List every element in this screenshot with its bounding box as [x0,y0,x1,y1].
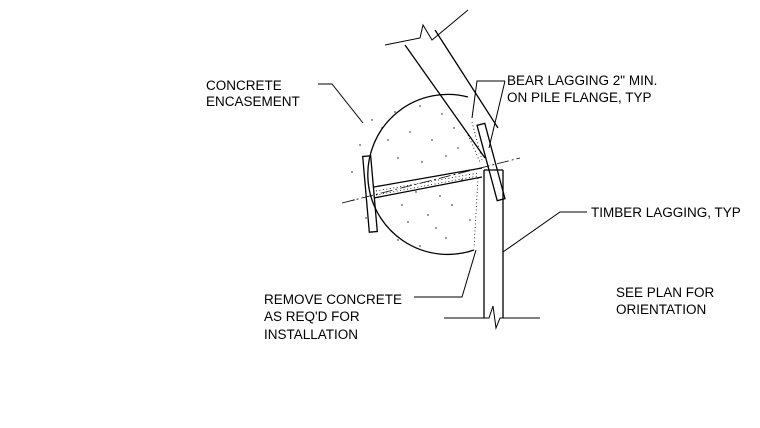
leader-lines [318,80,587,298]
upper-timber-lagging [384,9,499,163]
label-concrete-line2: ENCASEMENT [206,94,300,109]
label-timber: TIMBER LAGGING, TYP [591,205,741,220]
label-remove-line1: REMOVE CONCRETE [264,292,402,307]
label-remove-line2: AS REQ'D FOR [264,309,360,324]
concrete-encasement [351,93,475,256]
label-remove-line3: INSTALLATION [264,327,358,342]
vertical-timber-lagging [444,169,540,330]
label-see-line2: ORIENTATION [616,302,706,317]
concrete-stipple [351,105,471,247]
label-bear-line1: BEAR LAGGING 2" MIN. [507,73,657,88]
pile-centerline [341,157,521,204]
label-see-line1: SEE PLAN FOR [616,285,715,300]
h-pile [361,122,506,233]
label-bear-line2: ON PILE FLANGE, TYP [507,90,652,105]
label-concrete-line1: CONCRETE [206,78,282,93]
